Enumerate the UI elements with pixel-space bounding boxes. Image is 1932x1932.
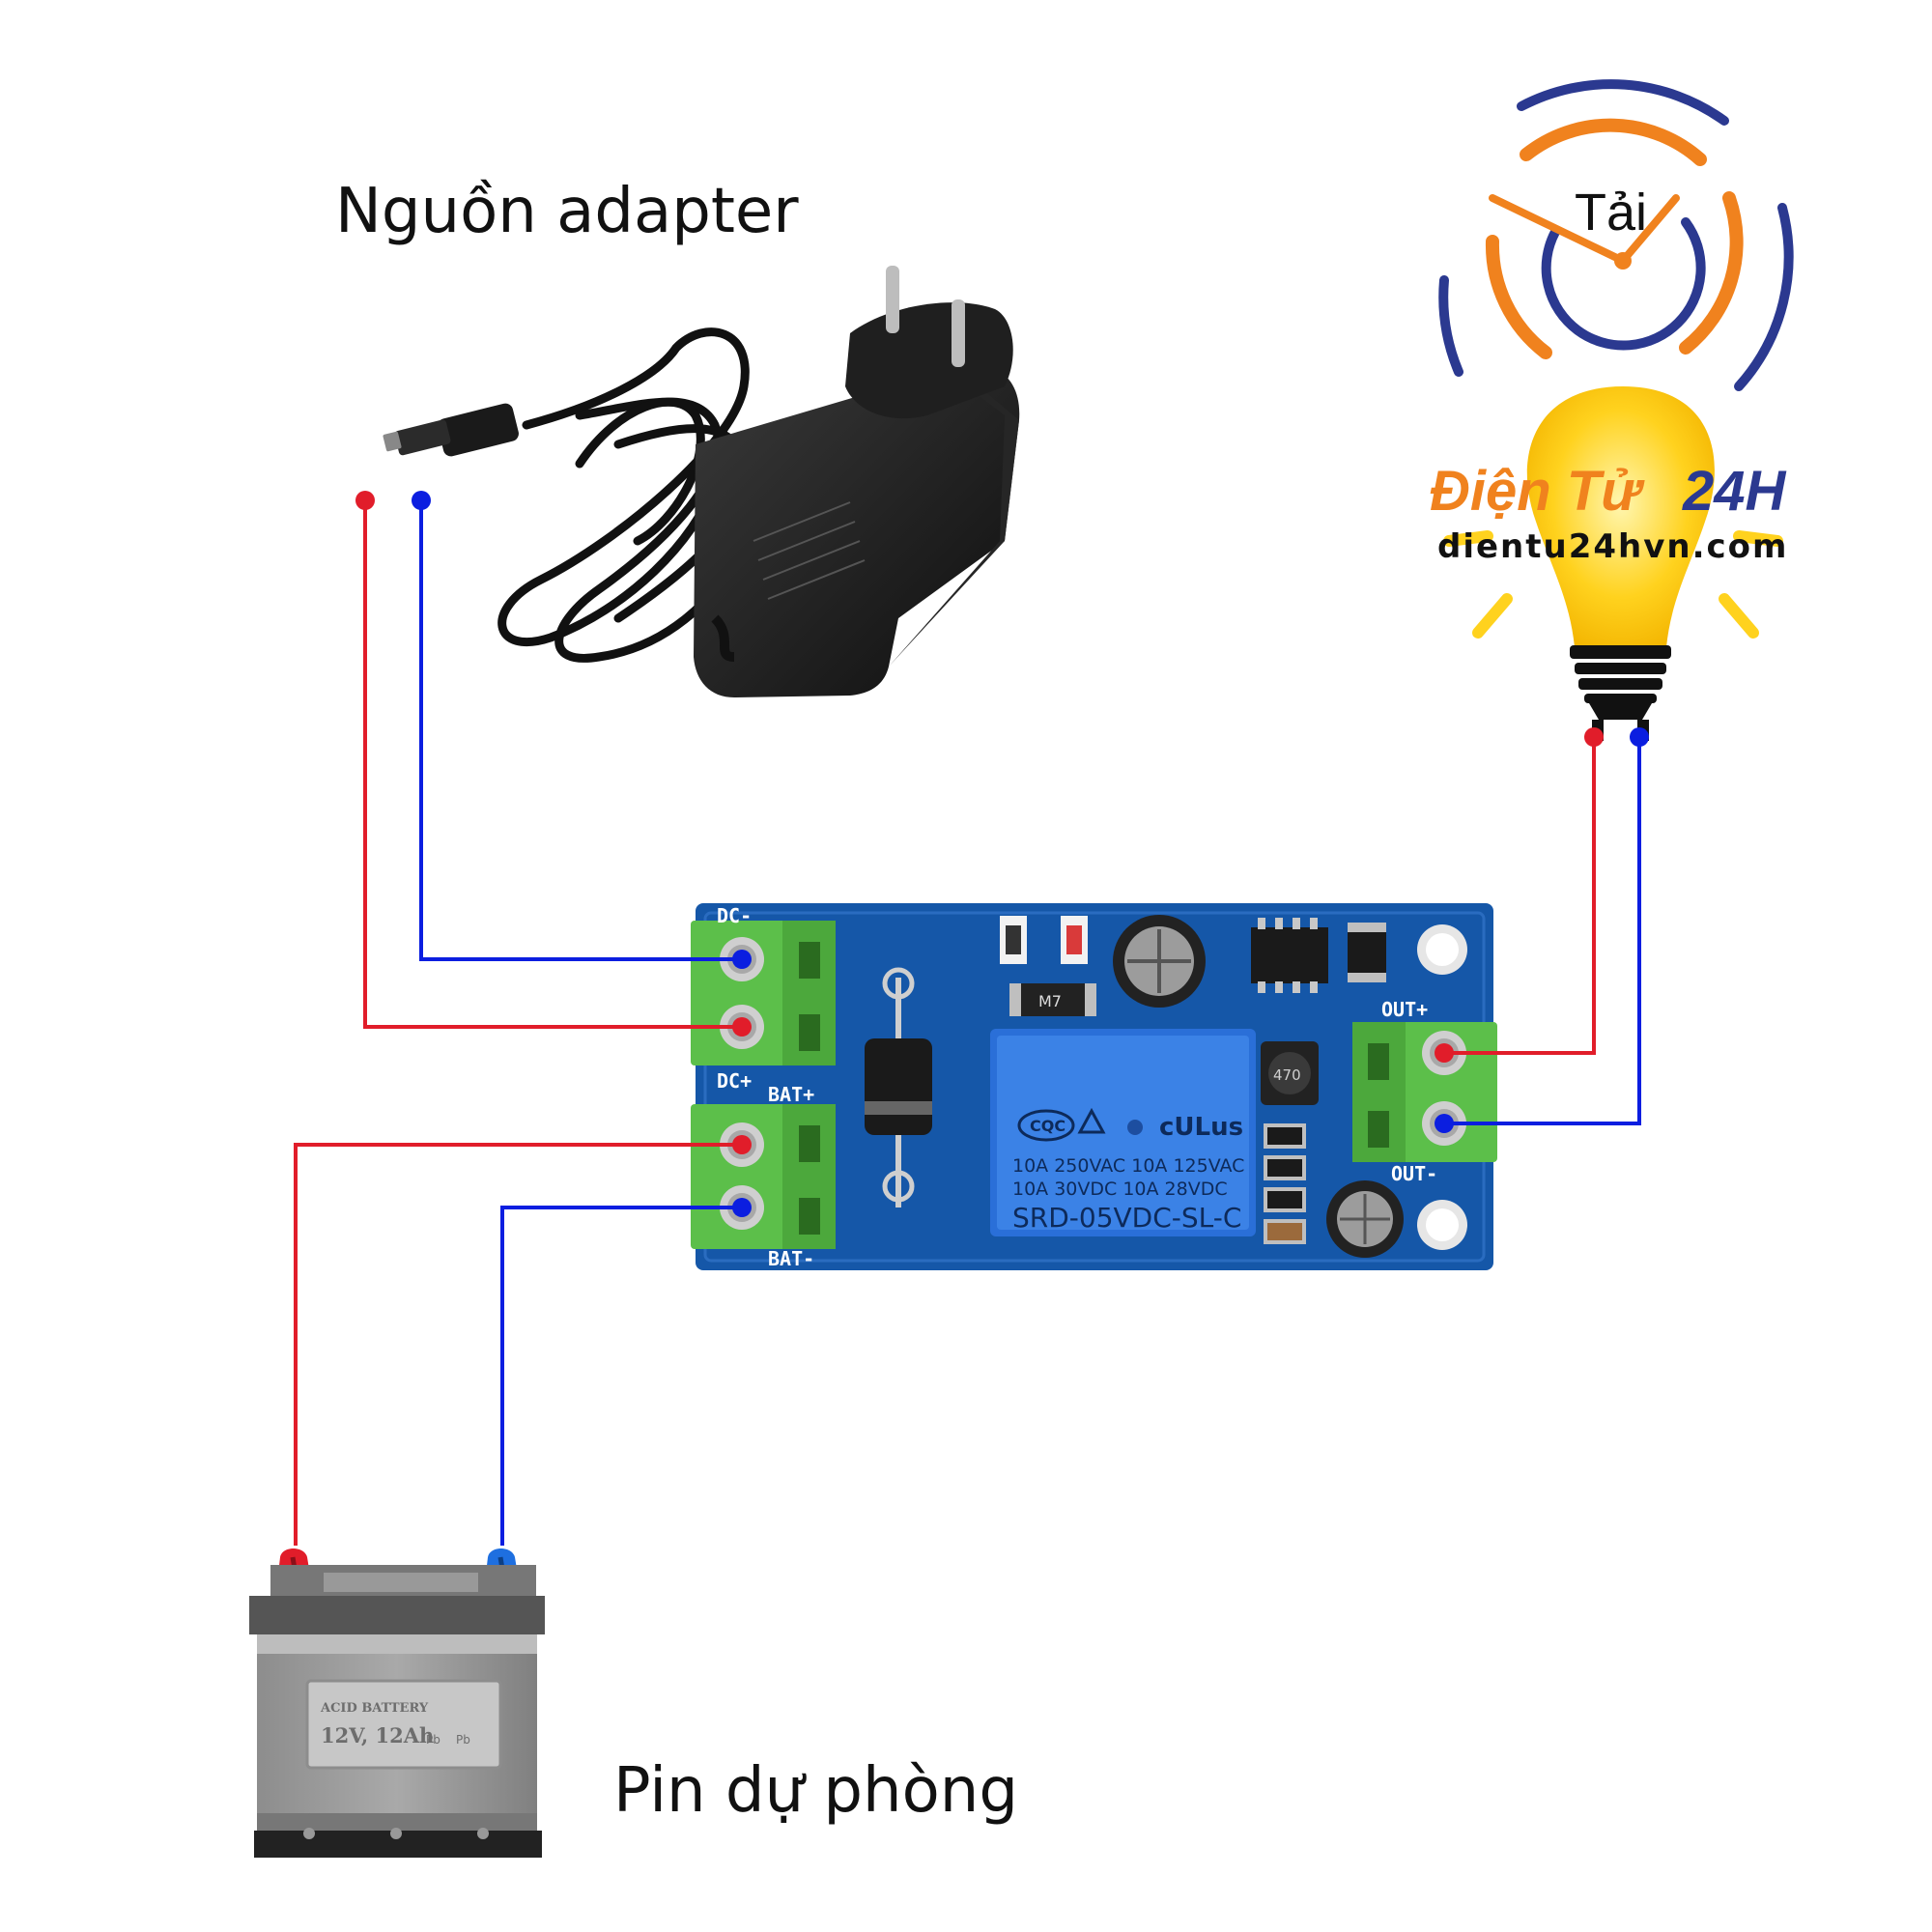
relay: CQC cULus 10A 250VAC 10A 125VAC 10A 30VD… [990,1029,1256,1236]
relay-spec-line1: 10A 250VAC 10A 125VAC [1012,1155,1244,1177]
wires [294,500,1641,1546]
wire-adapter-positive [363,500,742,1029]
label-out-minus: OUT- [1391,1162,1437,1185]
power-switch-module: DC- DC+ BAT+ BAT- OUT+ OUT- M7 [691,903,1497,1270]
wire-endpoints [355,491,1649,1217]
wire-output-negative [1444,737,1641,1125]
ic-chip [1251,918,1328,993]
relay-model: SRD-05VDC-SL-C [1012,1202,1241,1234]
label-bat-plus: BAT+ [768,1083,814,1106]
terminal-block-dc [691,921,836,1065]
battery-rating-label: 12V, 12Ah [321,1723,434,1747]
diode-mark: M7 [1038,992,1062,1010]
battery-caption: Pin dự phòng [613,1755,1018,1827]
wire-battery-positive [294,1143,742,1546]
terminal-block-battery [691,1104,836,1249]
inductor-mark: 470 [1273,1066,1301,1084]
logo-word-tai: Tải [1575,184,1647,242]
wire-adapter-negative [419,500,742,961]
capacitor-top [1113,915,1206,1008]
relay-brand: CQC [1030,1117,1065,1135]
logo-url: dientu24hvn.com [1437,527,1788,566]
power-adapter [383,266,1020,697]
inductor: 470 [1261,1041,1319,1105]
label-out-plus: OUT+ [1381,998,1428,1021]
logo-brand-main: Điện Tử [1430,460,1645,523]
dc-plug [383,403,519,457]
battery-recycle-mark: Pb [426,1733,440,1747]
wire-output-positive [1444,737,1596,1055]
battery-recycle-mark-2: Pb [456,1733,470,1747]
adapter-caption: Nguồn adapter [335,176,799,247]
terminal-block-output [1352,1022,1497,1162]
logo-brand-number: 24H [1682,460,1787,523]
dientu24h-logo: Tải Điện Tử 24H dientu24hvn.com [1430,79,1794,741]
label-dc-minus: DC- [717,904,752,927]
wire-battery-negative [500,1206,742,1546]
smd-diode: M7 [1009,983,1096,1016]
label-bat-minus: BAT- [768,1247,814,1270]
backup-battery: ACID BATTERY 12V, 12Ah Pb Pb [249,1548,545,1858]
power-diode [865,967,932,1208]
label-dc-plus: DC+ [717,1069,752,1093]
relay-cert: cULus [1159,1113,1243,1142]
battery-type-label: ACID BATTERY [320,1701,429,1716]
relay-spec-line2: 10A 30VDC 10A 28VDC [1012,1179,1228,1200]
capacitor-bottom [1326,1180,1404,1258]
